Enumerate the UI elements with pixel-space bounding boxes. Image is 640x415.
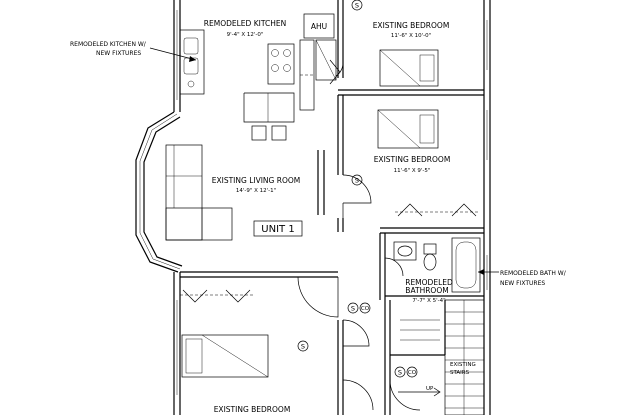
- bedroom-mid-name: EXISTING BEDROOM: [374, 155, 451, 164]
- smoke-detector-icon: S: [351, 0, 363, 11]
- svg-text:S: S: [351, 305, 355, 313]
- smoke-detectors: S S S S CO S CO: [297, 0, 418, 378]
- unit-label: UNIT 1: [261, 224, 294, 235]
- svg-text:S: S: [355, 2, 359, 10]
- callout-kitchen: REMODELED KITCHEN W/ NEW FIXTURES: [70, 41, 197, 62]
- svg-text:CO: CO: [361, 306, 370, 312]
- bath-name-line1: REMODELED: [405, 278, 453, 287]
- kitchen-note-line1: REMODELED KITCHEN W/: [70, 41, 147, 48]
- bedroom-bottom-name: EXISTING BEDROOM: [214, 405, 291, 414]
- kitchen-dims: 9'-4" X 12'-0": [227, 32, 264, 38]
- bedroom-mid-dims: 11'-6" X 9'-5": [394, 168, 431, 174]
- stairs: [398, 299, 485, 415]
- kitchen-note-line2: NEW FIXTURES: [96, 50, 141, 57]
- bed-mid: [377, 109, 439, 149]
- bedroom-top-dims: 11'-6" X 10'-0": [391, 33, 431, 39]
- doors: [297, 61, 421, 411]
- callout-bath: REMODELED BATH W/ NEW FIXTURES: [478, 269, 567, 287]
- bath-fixtures: [393, 237, 481, 293]
- svg-text:S: S: [398, 369, 402, 377]
- bath-dims: 7'-7" X 5'-4": [412, 298, 445, 304]
- living-room-name: EXISTING LIVING ROOM: [212, 176, 300, 185]
- living-room-sofa: [165, 144, 233, 241]
- bedroom-top-name: EXISTING BEDROOM: [373, 21, 450, 30]
- smoke-co-detector-icon: S CO: [394, 366, 418, 378]
- bath-note-line1: REMODELED BATH W/: [500, 270, 567, 277]
- smoke-detector-icon: S: [351, 174, 363, 186]
- room-labels: REMODELED KITCHEN 9'-4" X 12'-0" EXISTIN…: [204, 19, 476, 414]
- bed-top: [379, 49, 439, 87]
- exterior-walls: [135, 0, 491, 415]
- stairs-line1: EXISTING: [450, 362, 476, 368]
- living-room-dims: 14'-9" X 12'-1": [236, 188, 276, 194]
- smoke-detector-icon: S: [297, 340, 309, 352]
- svg-text:S: S: [355, 177, 359, 185]
- bed-bottom: [181, 334, 269, 378]
- kitchen-name: REMODELED KITCHEN: [204, 19, 286, 28]
- kitchen-fixtures: [179, 29, 337, 141]
- svg-text:S: S: [301, 343, 305, 351]
- stairs-line2: STAIRS: [450, 370, 470, 376]
- bath-note-line2: NEW FIXTURES: [500, 280, 545, 287]
- smoke-co-detector-icon: S CO: [347, 302, 371, 314]
- bath-name-line2: BATHROOM: [405, 286, 448, 295]
- up-label: UP: [426, 386, 434, 392]
- svg-text:CO: CO: [408, 370, 417, 376]
- interior-walls: [180, 0, 484, 415]
- unit-label-box: [253, 220, 303, 237]
- ahu-label: AHU: [311, 22, 327, 31]
- closets: [180, 39, 480, 303]
- ahu-closet: AHU: [303, 13, 335, 39]
